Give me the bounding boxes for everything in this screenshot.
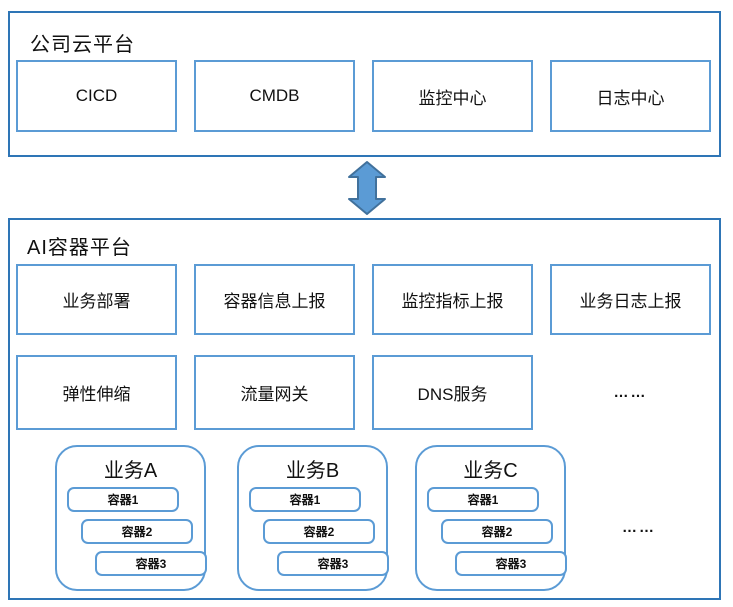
business-b-container-3: 容器3 — [277, 551, 389, 576]
business-a-container-2: 容器2 — [81, 519, 193, 544]
group-business-b: 业务B 容器1 容器2 容器3 — [237, 445, 389, 591]
box-cmdb: CMDB — [194, 60, 355, 132]
ai-container-platform-title: AI容器平台 — [27, 237, 132, 259]
more-services-ellipsis: …… — [613, 384, 648, 401]
box-business-log-report: 业务日志上报 — [550, 264, 711, 335]
box-elastic-scaling: 弹性伸缩 — [16, 355, 177, 430]
more-groups-ellipsis: …… — [622, 518, 656, 536]
box-container-info-report: 容器信息上报 — [194, 264, 355, 335]
ai-platform-row2: 弹性伸缩 流量网关 DNS服务 …… — [16, 355, 711, 430]
company-cloud-platform-title: 公司云平台 — [30, 34, 135, 56]
business-a-container-1: 容器1 — [67, 487, 179, 512]
box-dns-service: DNS服务 — [372, 355, 533, 430]
box-monitor-center: 监控中心 — [372, 60, 533, 132]
group-business-a: 业务A 容器1 容器2 容器3 — [55, 445, 207, 591]
ai-platform-row1: 业务部署 容器信息上报 监控指标上报 业务日志上报 — [16, 264, 711, 335]
group-business-c-title: 业务C — [463, 460, 518, 482]
ai-container-platform-section: AI容器平台 业务部署 容器信息上报 监控指标上报 业务日志上报 弹性伸缩 流量… — [8, 218, 721, 600]
box-business-deploy: 业务部署 — [16, 264, 177, 335]
business-b-container-2: 容器2 — [263, 519, 375, 544]
company-platform-box-row: CICD CMDB 监控中心 日志中心 — [16, 60, 711, 132]
box-log-center: 日志中心 — [550, 60, 711, 132]
group-business-a-title: 业务A — [103, 460, 158, 482]
box-traffic-gateway: 流量网关 — [194, 355, 355, 430]
business-c-container-1: 容器1 — [427, 487, 539, 512]
box-cicd: CICD — [16, 60, 177, 132]
business-c-container-3: 容器3 — [455, 551, 567, 576]
group-business-c: 业务C 容器1 容器2 容器3 — [415, 445, 567, 591]
double-arrow-icon — [348, 161, 386, 215]
group-business-b-title: 业务B — [285, 460, 340, 482]
company-cloud-platform-section: 公司云平台 CICD CMDB 监控中心 日志中心 — [8, 11, 721, 157]
business-a-container-3: 容器3 — [95, 551, 207, 576]
business-b-container-1: 容器1 — [249, 487, 361, 512]
box-monitor-metrics-report: 监控指标上报 — [372, 264, 533, 335]
business-c-container-2: 容器2 — [441, 519, 553, 544]
